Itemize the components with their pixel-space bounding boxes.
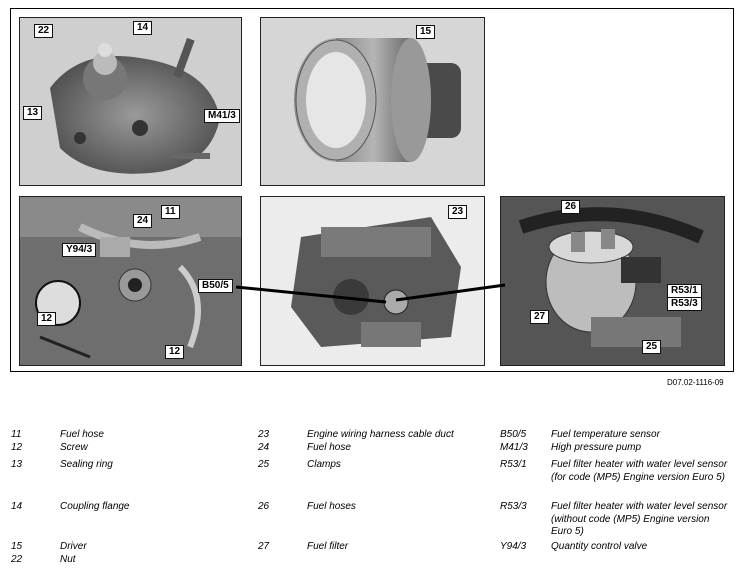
legend-desc: Quantity control valve — [551, 541, 648, 552]
leader-line-left — [235, 285, 387, 304]
legend-desc: Fuel filter heater with water level sens… — [551, 501, 728, 537]
legend-desc: Fuel hoses — [307, 501, 356, 512]
callout-b50-5: B50/5 — [198, 279, 233, 293]
legend-desc: Fuel filter — [307, 541, 349, 552]
legend-code: Y94/3 — [500, 541, 527, 552]
legend-desc: Driver — [60, 541, 87, 552]
leader-line-right — [395, 283, 506, 302]
photo-driver — [260, 17, 485, 186]
callout-14: 14 — [133, 21, 153, 35]
legend-code: 25 — [258, 459, 270, 470]
legend-code: 22 — [11, 554, 23, 565]
photo-high-pressure-pump — [19, 17, 242, 186]
callout-11: 11 — [161, 205, 180, 219]
callout-m41-3: M41/3 — [204, 109, 240, 123]
callout-24: 24 — [133, 214, 153, 228]
callout-r53-3: R53/3 — [667, 297, 702, 311]
legend-code: 26 — [258, 501, 270, 512]
fuel-filter-illustration — [501, 197, 724, 365]
legend-code: 12 — [11, 442, 23, 453]
legend-code: 13 — [11, 459, 23, 470]
callout-27: 27 — [530, 310, 550, 324]
callout-22: 22 — [34, 24, 54, 38]
callout-13: 13 — [23, 106, 43, 120]
legend-code: 27 — [258, 541, 270, 552]
legend-desc: Coupling flange — [60, 501, 130, 512]
legend-desc: High pressure pump — [551, 442, 642, 453]
legend-column-3: B50/5 Fuel temperature sensor M41/3 High p… — [500, 429, 736, 569]
legend-desc: Fuel temperature sensor — [551, 429, 660, 440]
callout-y94-3: Y94/3 — [62, 243, 97, 257]
legend-desc: Engine wiring harness cable duct — [307, 429, 454, 440]
legend-code: 15 — [11, 541, 23, 552]
engine-illustration — [261, 197, 484, 365]
photo-fuel-filter — [500, 196, 725, 366]
legend-code: 11 — [11, 429, 22, 440]
legend-desc: Fuel hose — [60, 429, 104, 440]
legend-desc: Fuel hose — [307, 442, 351, 453]
callout-26: 26 — [561, 200, 581, 214]
legend-desc: Fuel filter heater with water level sens… — [551, 459, 728, 483]
legend-code: M41/3 — [500, 442, 528, 453]
legend-desc: Clamps — [307, 459, 341, 470]
callout-23: 23 — [448, 205, 468, 219]
legend-code: 24 — [258, 442, 270, 453]
callout-25: 25 — [642, 340, 662, 354]
legend-code: B50/5 — [500, 429, 527, 440]
legend-code: 14 — [11, 501, 23, 512]
legend-code: 23 — [258, 429, 270, 440]
legend-desc: Nut — [60, 554, 76, 565]
legend-code: R53/1 — [500, 459, 527, 470]
driver-illustration — [261, 18, 484, 185]
figure-code: D07.02-1116-09 — [667, 378, 724, 387]
legend-code: R53/3 — [500, 501, 527, 512]
photo-engine-overview — [260, 196, 485, 366]
legend-desc: Screw — [60, 442, 88, 453]
legend-column-1: 11 Fuel hose 12 Screw 13 Sealing ring 14 Cou… — [11, 429, 241, 569]
legend-desc: Sealing ring — [60, 459, 113, 470]
callout-12-a: 12 — [37, 312, 57, 326]
pump-illustration — [20, 18, 241, 185]
callout-15: 15 — [416, 25, 436, 39]
callout-12-b: 12 — [165, 345, 185, 359]
